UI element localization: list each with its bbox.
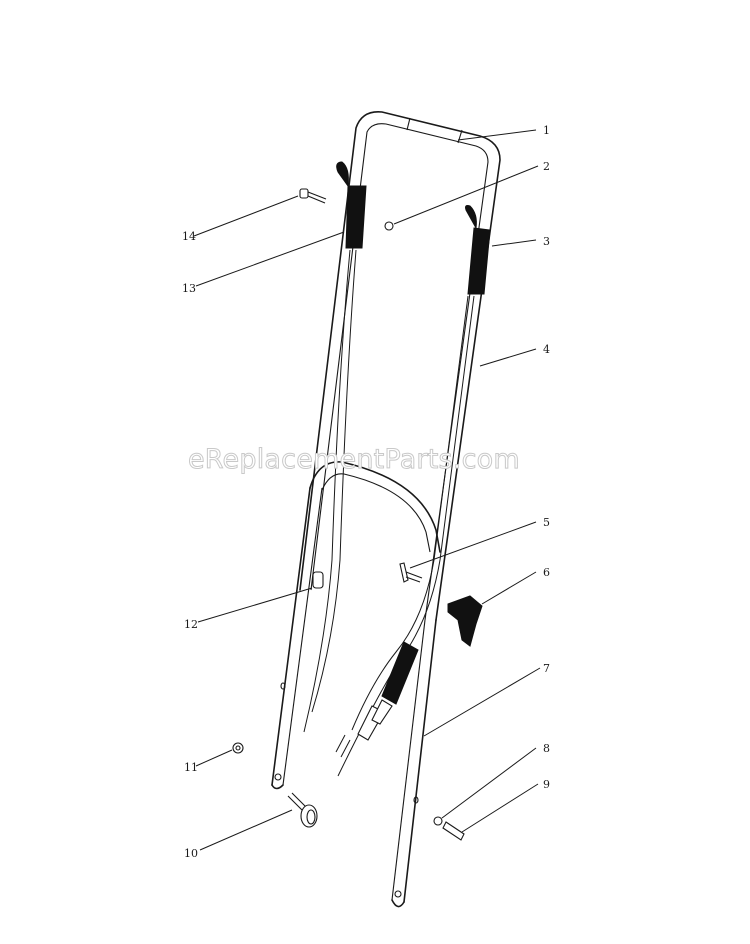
callout-13: 13: [182, 282, 196, 295]
leader-10: [199, 809, 293, 851]
cable-grip: [357, 641, 419, 741]
clip-12: [312, 571, 324, 589]
leader-13: [195, 231, 345, 287]
leader-4: [479, 348, 537, 367]
callout-5: 5: [543, 516, 550, 529]
leader-3: [491, 239, 537, 247]
callout-12: 12: [184, 618, 198, 631]
callout-2: 2: [543, 160, 550, 173]
lower-handle: [271, 461, 441, 908]
callout-9: 9: [543, 778, 550, 791]
leader-6: [481, 571, 537, 605]
control-cables: [303, 249, 475, 777]
knob-bolt-10: [287, 792, 318, 828]
callout-8: 8: [543, 742, 550, 755]
callout-numbers: 1 2 3 4 5 6 7 8 9 10 11 12 13 14: [182, 124, 550, 860]
leader-2: [393, 165, 539, 225]
bolt-14: [299, 188, 327, 204]
upper-handle: [299, 111, 501, 621]
leader-11: [195, 749, 233, 767]
callout-7: 7: [543, 662, 550, 675]
nut-11: [232, 742, 244, 754]
knob-6: [447, 595, 483, 647]
leader-12: [197, 587, 313, 623]
callout-4: 4: [543, 343, 550, 356]
callout-6: 6: [543, 566, 550, 579]
control-lever-13: [336, 161, 367, 249]
callout-3: 3: [543, 235, 550, 248]
leader-9: [461, 783, 539, 833]
washer-8: [433, 816, 443, 826]
leader-7: [423, 667, 541, 737]
leader-1: [457, 129, 537, 141]
leader-14: [193, 195, 299, 237]
nut-2: [384, 221, 394, 231]
leader-8: [441, 747, 537, 819]
control-lever-3: [465, 205, 491, 295]
leader-lines: [193, 129, 541, 851]
screw-5: [399, 562, 423, 583]
callout-11: 11: [184, 761, 198, 774]
pin-9: [442, 821, 465, 841]
callout-10: 10: [184, 847, 198, 860]
watermark: eReplacementParts.com: [188, 444, 520, 475]
leader-5: [409, 521, 537, 569]
callout-1: 1: [543, 124, 550, 137]
callout-14: 14: [182, 230, 196, 243]
